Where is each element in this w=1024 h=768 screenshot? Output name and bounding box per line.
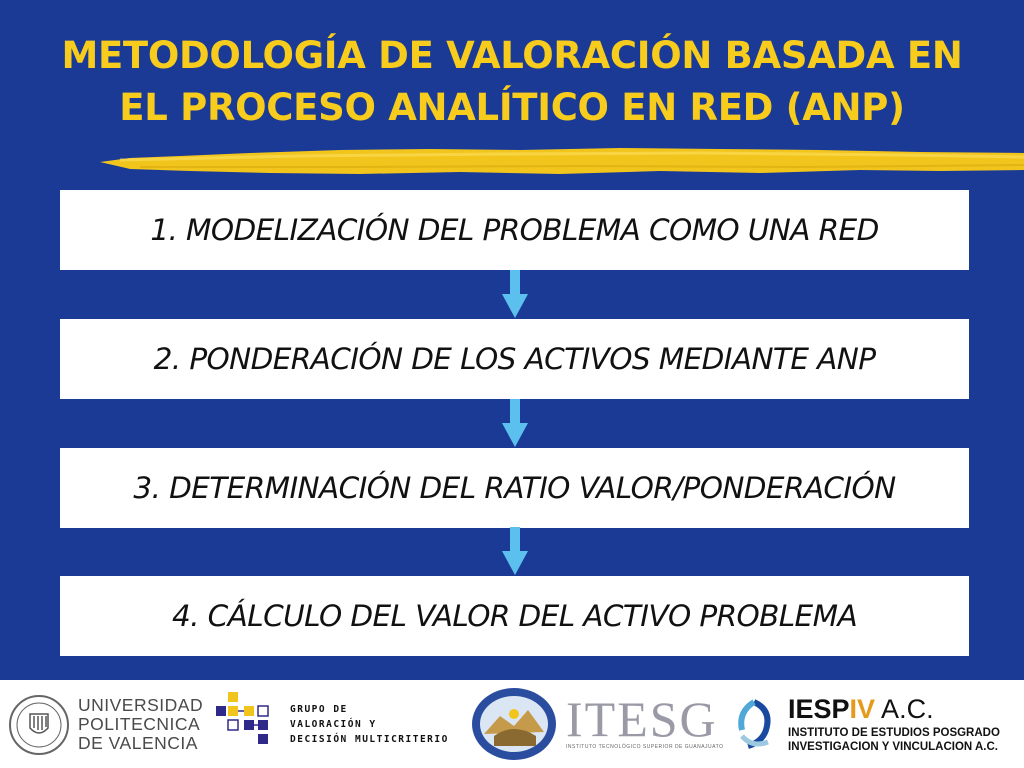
step-label-2: 2. PONDERACIÓN DE LOS ACTIVOS MEDIANTE A… xyxy=(153,342,876,376)
iespiv-swirl-icon xyxy=(738,699,771,749)
step-box-2: 2. PONDERACIÓN DE LOS ACTIVOS MEDIANTE A… xyxy=(60,319,969,399)
iespiv-sub-2: INVESTIGACION Y VINCULACION A.C. xyxy=(788,741,999,753)
step-label-4: 4. CÁLCULO DEL VALOR DEL ACTIVO PROBLEMA xyxy=(171,599,858,633)
itesg-wordmark: ITESG xyxy=(566,691,718,747)
grupo-squares-icon xyxy=(216,692,269,744)
itesg-seal-icon xyxy=(472,688,556,760)
title-line-1: METODOLOGÍA DE VALORACIÓN BASADA EN xyxy=(61,34,963,77)
grupo-line-2: VALORACIÓN Y xyxy=(290,719,377,730)
grupo-line-1: GRUPO DE xyxy=(290,704,348,715)
upv-wordmark: UNIVERSIDAD POLITECNICA DE VALENCIA xyxy=(78,696,203,753)
step-box-4: 4. CÁLCULO DEL VALOR DEL ACTIVO PROBLEMA xyxy=(60,576,969,656)
grupo-wordmark: GRUPO DE VALORACIÓN Y DECISIÓN MULTICRIT… xyxy=(290,702,449,747)
iespiv-name-b: IV xyxy=(849,694,876,724)
upv-line-1: UNIVERSIDAD xyxy=(78,695,204,715)
logo-footer: UNIVERSIDAD POLITECNICA DE VALENCIA GRUP… xyxy=(0,680,1024,768)
iespiv-name-a: IESP xyxy=(788,694,850,724)
itesg-subtitle: INSTITUTO TECNOLÓGICO SUPERIOR DE GUANAJ… xyxy=(566,744,724,750)
upv-line-3: DE VALENCIA xyxy=(78,733,198,753)
down-arrow-icon xyxy=(502,527,528,575)
step-label-1: 1. MODELIZACIÓN DEL PROBLEMA COMO UNA RE… xyxy=(150,213,879,247)
iespiv-subtitle: INSTITUTO DE ESTUDIOS POSGRADO INVESTIGA… xyxy=(788,726,1000,754)
title-line-2: EL PROCESO ANALÍTICO EN RED (ANP) xyxy=(119,86,905,129)
iespiv-name-c: A.C. xyxy=(875,694,934,724)
step-box-1: 1. MODELIZACIÓN DEL PROBLEMA COMO UNA RE… xyxy=(60,190,969,270)
down-arrow-icon xyxy=(502,270,528,318)
upv-seal-icon xyxy=(9,695,69,755)
step-label-3: 3. DETERMINACIÓN DEL RATIO VALOR/PONDERA… xyxy=(133,471,896,505)
iespiv-sub-1: INSTITUTO DE ESTUDIOS POSGRADO xyxy=(788,727,1000,739)
slide-title: METODOLOGÍA DE VALORACIÓN BASADA EN EL P… xyxy=(0,30,1024,134)
down-arrow-icon xyxy=(502,399,528,447)
upv-line-2: POLITECNICA xyxy=(78,714,201,734)
grupo-line-3: DECISIÓN MULTICRITERIO xyxy=(290,734,449,745)
brush-stroke-underline xyxy=(100,148,1024,174)
step-box-3: 3. DETERMINACIÓN DEL RATIO VALOR/PONDERA… xyxy=(60,448,969,528)
iespiv-wordmark: IESPIV A.C. xyxy=(788,694,934,724)
